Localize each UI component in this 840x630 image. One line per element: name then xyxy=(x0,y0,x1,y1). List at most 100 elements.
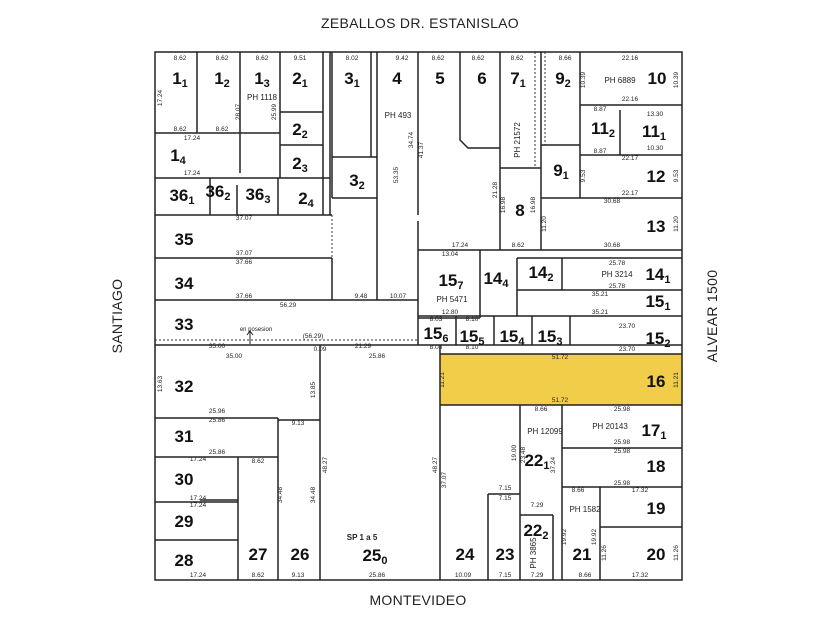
dimension-label: 8.62 xyxy=(432,55,445,62)
dimension-label: 8.66 xyxy=(535,406,548,413)
dimension-label: 8.03 xyxy=(430,316,443,323)
lot-22-1[interactable]: 221 xyxy=(524,451,549,472)
lot-2-4[interactable]: 24 xyxy=(298,189,314,210)
lot-15-5[interactable]: 155 xyxy=(459,327,484,348)
dimension-label: 22.16 xyxy=(622,55,639,62)
lot-2-2[interactable]: 22 xyxy=(292,120,308,141)
lot-15-1[interactable]: 151 xyxy=(645,292,670,313)
lot-35[interactable]: 35 xyxy=(175,230,194,249)
lot-14-4[interactable]: 144 xyxy=(483,269,509,290)
ph-label: PH 1582 xyxy=(569,505,601,514)
lot-23[interactable]: 23 xyxy=(496,545,515,564)
lot-2-1[interactable]: 21 xyxy=(292,69,308,90)
dimension-label: 10.39 xyxy=(673,71,680,88)
dimension-label: 25.86 xyxy=(369,572,386,579)
lot-9-1[interactable]: 91 xyxy=(553,161,569,182)
dimension-label: 25.98 xyxy=(614,406,631,413)
dimension-label: 11.21 xyxy=(439,372,446,388)
lot-16[interactable]: 16 xyxy=(647,372,666,391)
dimension-label: 17.24 xyxy=(184,135,201,142)
dimension-label: 11.20 xyxy=(673,216,680,232)
dimension-label: 51.72 xyxy=(552,397,569,404)
dimension-label: 8.66 xyxy=(579,572,592,579)
lot-15-4[interactable]: 154 xyxy=(499,327,525,348)
dimension-label: 23.70 xyxy=(619,346,636,353)
dimension-label: 17.32 xyxy=(632,487,649,494)
dimension-label: 13.04 xyxy=(442,251,459,258)
note-56-29: (56.29) xyxy=(303,333,324,340)
lot-3-1[interactable]: 31 xyxy=(344,69,360,90)
dimension-label: 25.78 xyxy=(609,260,626,267)
ph-label: PH 20143 xyxy=(592,422,628,431)
dimension-label: 8.62 xyxy=(252,458,265,465)
dimension-label: 23.48 xyxy=(520,446,527,463)
lot-15-3[interactable]: 153 xyxy=(537,327,562,348)
dimension-label: 17.24 xyxy=(452,242,469,249)
lot-12[interactable]: 12 xyxy=(647,167,666,186)
lot-21[interactable]: 21 xyxy=(573,545,592,564)
dimension-label: 30.68 xyxy=(604,242,621,249)
lot-36-1[interactable]: 361 xyxy=(169,186,194,207)
lot-13[interactable]: 13 xyxy=(647,217,666,236)
lot-11-2[interactable]: 112 xyxy=(591,119,615,140)
lot-28[interactable]: 28 xyxy=(175,551,194,570)
lot-25-0[interactable]: 250 xyxy=(362,546,387,567)
ph-label: PH 3865 xyxy=(529,537,538,569)
lot-26[interactable]: 26 xyxy=(291,545,310,564)
lot-33[interactable]: 33 xyxy=(175,315,194,334)
dimension-label: 17.24 xyxy=(184,170,201,177)
lot-6[interactable]: 6 xyxy=(477,69,486,88)
lot-36-2[interactable]: 362 xyxy=(205,182,230,203)
lot-15-6[interactable]: 156 xyxy=(423,324,448,345)
lot-3-2[interactable]: 32 xyxy=(349,171,365,192)
dimension-label: 35.00 xyxy=(226,353,243,360)
lot-20[interactable]: 20 xyxy=(647,545,666,564)
lot-1-1[interactable]: 11 xyxy=(172,69,188,90)
dimension-label: 25.86 xyxy=(209,417,226,424)
lot-7-1[interactable]: 71 xyxy=(510,69,526,90)
dimension-label: 37.07 xyxy=(441,471,448,488)
dimension-label: 8.62 xyxy=(472,55,485,62)
lot-34[interactable]: 34 xyxy=(175,274,194,293)
lot-1-2[interactable]: 12 xyxy=(214,69,230,90)
dimension-label: 10.07 xyxy=(390,293,407,300)
dimension-label: 48.27 xyxy=(322,456,329,473)
dimension-label: 11.26 xyxy=(673,545,680,561)
lot-14-1[interactable]: 141 xyxy=(645,265,670,286)
lot-27[interactable]: 27 xyxy=(249,545,268,564)
dimension-label: 53.35 xyxy=(393,166,400,183)
lot-15-2[interactable]: 152 xyxy=(645,329,670,350)
lot-16-highlight[interactable] xyxy=(439,353,683,406)
lot-17-1[interactable]: 171 xyxy=(641,421,666,442)
lot-9-2[interactable]: 92 xyxy=(555,69,571,90)
dimension-label: 17.24 xyxy=(190,502,207,509)
ph-label: PH 6889 xyxy=(604,76,636,85)
ph-label: PH 12099 xyxy=(527,427,563,436)
lot-1-3[interactable]: 13 xyxy=(254,69,270,90)
street-bottom: MONTEVIDEO xyxy=(369,592,466,608)
lot-15-7[interactable]: 157 xyxy=(438,271,463,292)
lot-8[interactable]: 8 xyxy=(515,201,524,220)
lot-30[interactable]: 30 xyxy=(175,470,194,489)
lot-5[interactable]: 5 xyxy=(435,69,444,88)
lot-29[interactable]: 29 xyxy=(175,512,194,531)
lot-14-2[interactable]: 142 xyxy=(528,263,553,284)
lot-36-3[interactable]: 363 xyxy=(245,185,270,206)
dimension-label: 28.07 xyxy=(235,103,242,120)
lot-19[interactable]: 19 xyxy=(647,499,666,518)
lot-4[interactable]: 4 xyxy=(392,69,402,88)
lot-2-3[interactable]: 23 xyxy=(292,154,308,175)
dimension-label: 8.10 xyxy=(466,316,479,323)
lot-22-2[interactable]: 222 xyxy=(523,521,548,542)
lot-1-4[interactable]: 14 xyxy=(170,146,186,167)
lot-24[interactable]: 24 xyxy=(456,545,475,564)
lot-10[interactable]: 10 xyxy=(648,69,667,88)
lot-18[interactable]: 18 xyxy=(647,457,666,476)
dimension-label: 11.21 xyxy=(673,372,680,388)
dimension-label: 8.62 xyxy=(216,55,229,62)
lot-31[interactable]: 31 xyxy=(175,427,194,446)
dimension-label: 9.13 xyxy=(292,420,305,427)
lot-32[interactable]: 32 xyxy=(175,377,194,396)
lot-11-1[interactable]: 111 xyxy=(642,122,666,143)
